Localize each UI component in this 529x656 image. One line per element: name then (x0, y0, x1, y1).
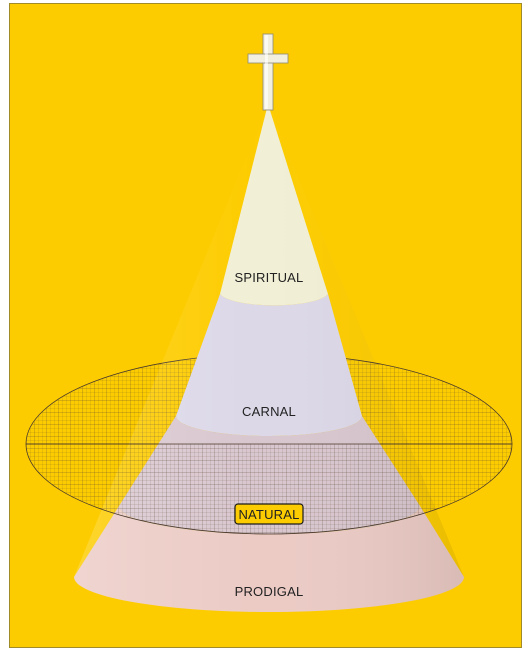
diagram-frame: SPIRITUAL CARNAL NATURAL PRODIGAL (9, 3, 522, 648)
label-natural: NATURAL (238, 507, 299, 522)
cone-diagram: SPIRITUAL CARNAL NATURAL PRODIGAL (10, 4, 522, 648)
label-carnal: CARNAL (242, 404, 296, 419)
label-natural-badge: NATURAL (235, 504, 303, 524)
cross-icon (248, 34, 288, 110)
label-prodigal: PRODIGAL (235, 584, 304, 599)
label-spiritual: SPIRITUAL (235, 270, 304, 285)
